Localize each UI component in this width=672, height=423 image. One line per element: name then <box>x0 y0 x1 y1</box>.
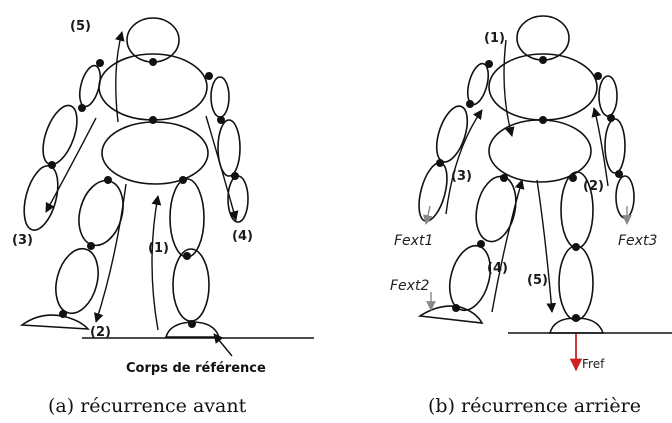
pelvis-segment <box>101 121 209 185</box>
left-upper-arm <box>78 64 102 108</box>
arrow-3 <box>45 117 97 213</box>
left-hand <box>418 162 448 222</box>
joint <box>48 161 56 169</box>
arrow-4 <box>491 179 525 313</box>
arrow-1 <box>503 39 515 137</box>
joint <box>500 174 508 182</box>
left-forearm <box>42 104 78 166</box>
external-forces <box>423 205 632 311</box>
joint <box>205 72 213 80</box>
fext1-label: Fext1 <box>394 233 433 249</box>
caption-a: (a) récurrence avant <box>48 395 247 417</box>
joint <box>569 174 577 182</box>
left-foot <box>417 305 484 324</box>
joint <box>183 252 191 260</box>
joint <box>607 114 615 122</box>
caption-b: (b) récurrence arrière <box>428 395 641 417</box>
joint <box>477 240 485 248</box>
right-shank <box>558 245 594 321</box>
label-1: (1) <box>148 241 169 256</box>
joint <box>539 56 547 64</box>
reference-pointer <box>213 333 233 357</box>
joints-b <box>436 56 623 322</box>
fext1-arrow <box>423 205 433 225</box>
right-upper-arm <box>210 76 230 118</box>
arrows-b <box>445 39 609 313</box>
arrow-4 <box>205 115 239 221</box>
left-forearm <box>435 105 469 163</box>
joint <box>217 116 225 124</box>
label-3: (3) <box>12 233 33 248</box>
joint <box>485 60 493 68</box>
right-thigh <box>169 178 205 258</box>
joint <box>78 104 86 112</box>
arrow-1 <box>151 195 162 331</box>
joint <box>87 242 95 250</box>
joint <box>149 58 157 66</box>
joint <box>231 172 239 180</box>
joint <box>572 243 580 251</box>
label-2: (2) <box>90 325 111 340</box>
joint <box>59 310 67 318</box>
arrows-a <box>45 31 239 357</box>
left-hand <box>23 165 59 231</box>
arrow-3 <box>445 109 483 215</box>
joint <box>188 320 196 328</box>
right-forearm <box>604 118 626 174</box>
label-4: (4) <box>232 229 253 244</box>
joint <box>452 304 460 312</box>
left-shank <box>55 247 99 315</box>
arrow-2 <box>591 107 609 187</box>
joint <box>466 100 474 108</box>
joints-a <box>48 58 239 328</box>
panel-a-figure <box>19 17 249 338</box>
fext3-label: Fext3 <box>618 233 657 249</box>
arrow-5 <box>115 31 125 123</box>
right-forearm <box>217 119 241 177</box>
label-3: (3) <box>451 169 472 184</box>
panel-b-figure <box>417 15 635 334</box>
joint <box>179 176 187 184</box>
right-hand <box>227 175 249 223</box>
joint <box>615 170 623 178</box>
arrow-5 <box>536 179 557 313</box>
fext2-label: Fext2 <box>390 278 429 294</box>
joint <box>436 159 444 167</box>
label-4: (4) <box>487 261 508 276</box>
reference-body-label: Corps de référence <box>126 361 266 376</box>
left-upper-arm <box>466 62 490 106</box>
label-1: (1) <box>484 31 505 46</box>
joint <box>572 314 580 322</box>
fref-label: Fref <box>582 357 605 371</box>
left-shank <box>448 244 492 312</box>
right-upper-arm <box>598 75 618 117</box>
label-5: (5) <box>70 19 91 34</box>
joint <box>594 72 602 80</box>
joint <box>149 116 157 124</box>
label-5: (5) <box>527 273 548 288</box>
right-shank <box>172 248 210 322</box>
joint <box>539 116 547 124</box>
joint <box>104 176 112 184</box>
right-hand <box>615 175 635 219</box>
label-2: (2) <box>583 179 604 194</box>
arrow-2 <box>94 183 127 323</box>
joint <box>96 59 104 67</box>
left-foot <box>19 314 90 330</box>
